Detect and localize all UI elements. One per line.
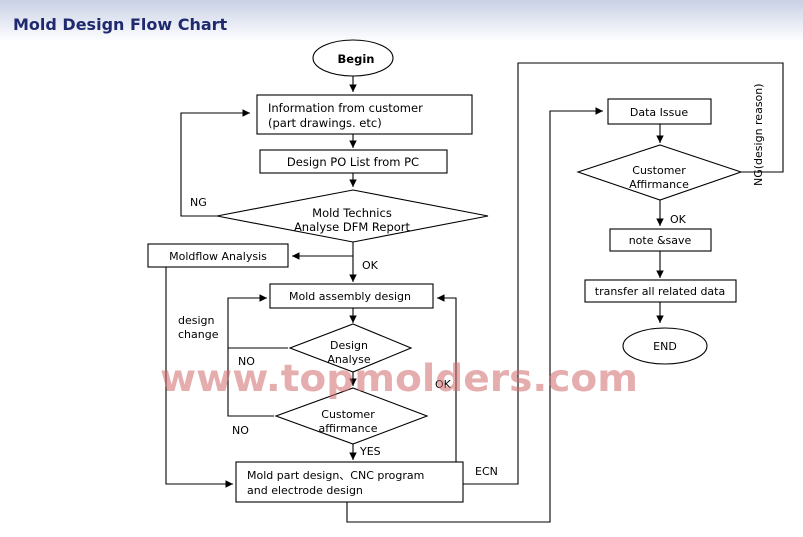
customer-affirmance-text-line2: affirmance [319, 422, 378, 435]
transfer-text: transfer all related data [595, 285, 725, 298]
design-analyse-diamond [288, 323, 413, 373]
part-design-box [235, 461, 464, 503]
watermark: www.topmolders.com [160, 357, 638, 400]
data-issue-text: Data Issue [630, 106, 688, 119]
technics-diamond [216, 189, 489, 243]
begin-text: Begin [338, 52, 375, 66]
moldflow-box [147, 243, 289, 268]
arrow-part-design-to-data-issue [346, 107, 603, 523]
transfer-box [584, 279, 737, 303]
customer-affirmance2-diamond [576, 144, 743, 201]
label-design-change-line2: change [178, 328, 219, 341]
technics-text-line2: Analyse DFM Report [294, 220, 411, 234]
note-save-text: note &save [629, 234, 692, 247]
label-ecn: ECN [475, 465, 498, 478]
header-gradient [0, 0, 803, 42]
design-analyse-text-line2: Analyse [327, 353, 371, 366]
label-ok-technics: OK [362, 259, 379, 272]
arrow-ng-feedback [180, 109, 250, 217]
customer-affirmance2-text-line1: Customer [632, 164, 686, 177]
label-ng-left: NG [190, 196, 207, 209]
line-ecn-loop [463, 62, 784, 485]
label-no-customer: NO [232, 424, 249, 437]
label-ok-assembly: OK [435, 378, 452, 391]
part-design-text-line1: Mold part design、CNC program [247, 469, 424, 482]
part-design-text-line2: and electrode design [247, 484, 363, 497]
label-design-change-line1: design [178, 314, 215, 327]
label-ok-right: OK [670, 213, 687, 226]
info-box [256, 94, 473, 135]
technics-text-line1: Mold Technics [312, 206, 392, 220]
info-text-line1: Information from customer [268, 101, 423, 115]
begin-node [312, 39, 394, 77]
end-text: END [653, 340, 677, 353]
label-ng-design-reason: NG(design reason) [752, 83, 765, 186]
arrow-ok-return-assembly [437, 294, 457, 462]
arrow-moldflow-to-part-design [165, 267, 233, 488]
po-list-text: Design PO List from PC [287, 155, 419, 169]
moldflow-text: Moldflow Analysis [169, 250, 267, 263]
arrow-design-change-loop [227, 294, 274, 417]
customer-affirmance-diamond [274, 387, 429, 445]
info-text-line2: (part drawings. etc) [268, 116, 382, 130]
customer-affirmance2-text-line2: Affirmance [629, 178, 689, 191]
end-node [622, 327, 708, 365]
po-list-box [259, 149, 448, 174]
data-issue-box [607, 98, 712, 125]
assembly-text: Mold assembly design [289, 290, 411, 303]
page-title: Mold Design Flow Chart [13, 15, 228, 34]
label-yes-customer: YES [359, 445, 381, 458]
assembly-box [269, 283, 434, 309]
label-no-design: NO [238, 355, 255, 368]
note-save-box [609, 228, 712, 252]
design-analyse-text-line1: Design [330, 339, 368, 352]
customer-affirmance-text-line1: Customer [321, 408, 375, 421]
